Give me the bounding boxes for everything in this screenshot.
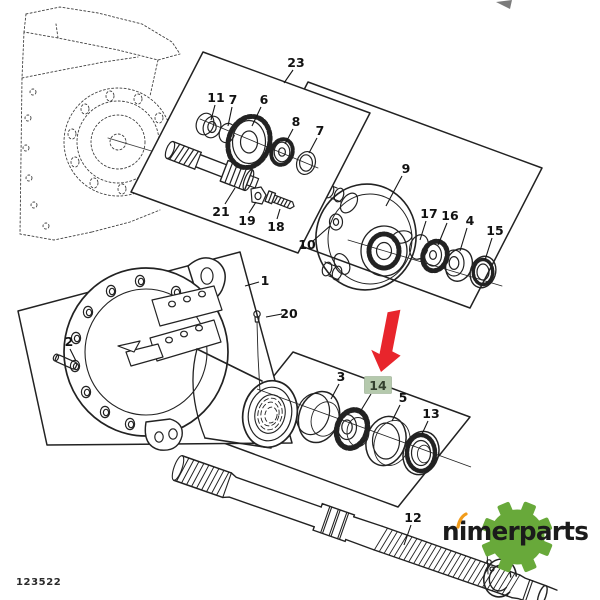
leader-line [391,404,401,422]
part-label-20: 20 [280,306,298,321]
red-arrow-annotation [371,309,401,372]
leader-line [251,106,262,127]
leader-line [69,348,77,362]
part-label-7: 7 [316,123,325,138]
part-label-18: 18 [267,219,284,234]
leader-line [385,175,403,207]
part-label-2: 2 [65,334,74,349]
part-label-14: 14 [369,378,387,393]
leader-line [284,128,294,145]
part-label-7: 7 [229,92,238,107]
leader-line [244,281,260,287]
grease-fitting [253,310,261,393]
leader-line [308,137,318,154]
part-label-17: 17 [420,206,437,221]
axis-line [256,388,472,468]
leader-line [276,208,281,220]
part-label-3: 3 [337,369,346,384]
part-label-21: 21 [212,204,229,219]
part-label-6: 6 [260,92,269,107]
nimerparts-wordmark: nimerparts [442,517,589,547]
leader-line [437,222,448,246]
part-label-12: 12 [404,510,421,525]
leader-line [224,187,236,205]
part-label-11: 11 [207,90,224,105]
part-label-1: 1 [261,273,270,288]
corner-triangle-icon [496,0,512,9]
dowel-pin [52,353,78,370]
part-label-10: 10 [298,237,316,252]
leader-line [421,420,429,435]
wordmark-accent-icon [456,512,468,529]
part-label-8: 8 [292,114,301,129]
part-label-15: 15 [486,223,503,238]
leader-line [248,201,257,214]
part-label-5: 5 [399,390,408,405]
part-14-highlight [364,376,392,394]
part-label-16: 16 [441,208,459,223]
leader-line [459,227,468,252]
part-label-13: 13 [422,406,439,421]
leader-line [283,69,294,84]
leader-line [265,313,283,318]
leader-line [403,524,412,546]
flange-bolt-holes [69,274,182,431]
axle-shaft [171,454,558,600]
leader-line [359,393,372,413]
leader-line [484,237,493,261]
transmission-case-ghost [19,6,186,241]
nimerparts-gear-icon [481,501,553,573]
part-label-9: 9 [402,161,411,176]
diagram-code: 123522 [16,577,62,588]
part-label-23: 23 [287,55,304,70]
axle-housing [17,251,299,451]
part-label-4: 4 [466,213,475,228]
leader-line [210,104,216,121]
leader-line [419,220,427,241]
part-label-19: 19 [238,213,255,228]
leader-line [312,225,331,242]
leader-line [330,383,340,400]
leader-line [227,106,233,127]
